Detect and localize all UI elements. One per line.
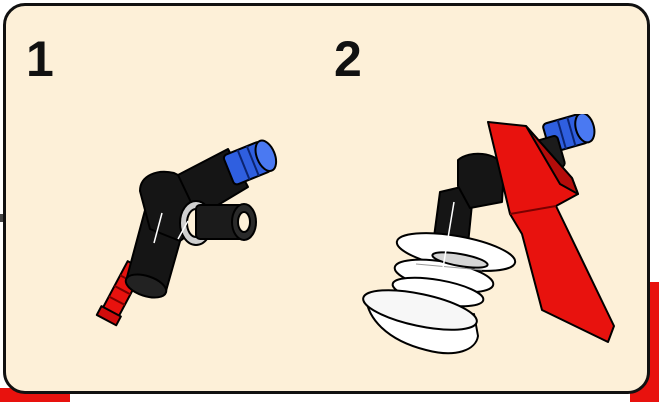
lego-angle-connector-assembly-icon	[78, 131, 298, 361]
lego-assembly-with-red-panel-and-white-wheel-icon	[346, 114, 636, 384]
step-number-2: 2	[334, 34, 362, 84]
blue-pin	[223, 138, 280, 186]
step-number-1: 1	[26, 34, 54, 84]
instruction-panel: 1 2	[3, 3, 650, 394]
white-wheel	[360, 226, 518, 353]
